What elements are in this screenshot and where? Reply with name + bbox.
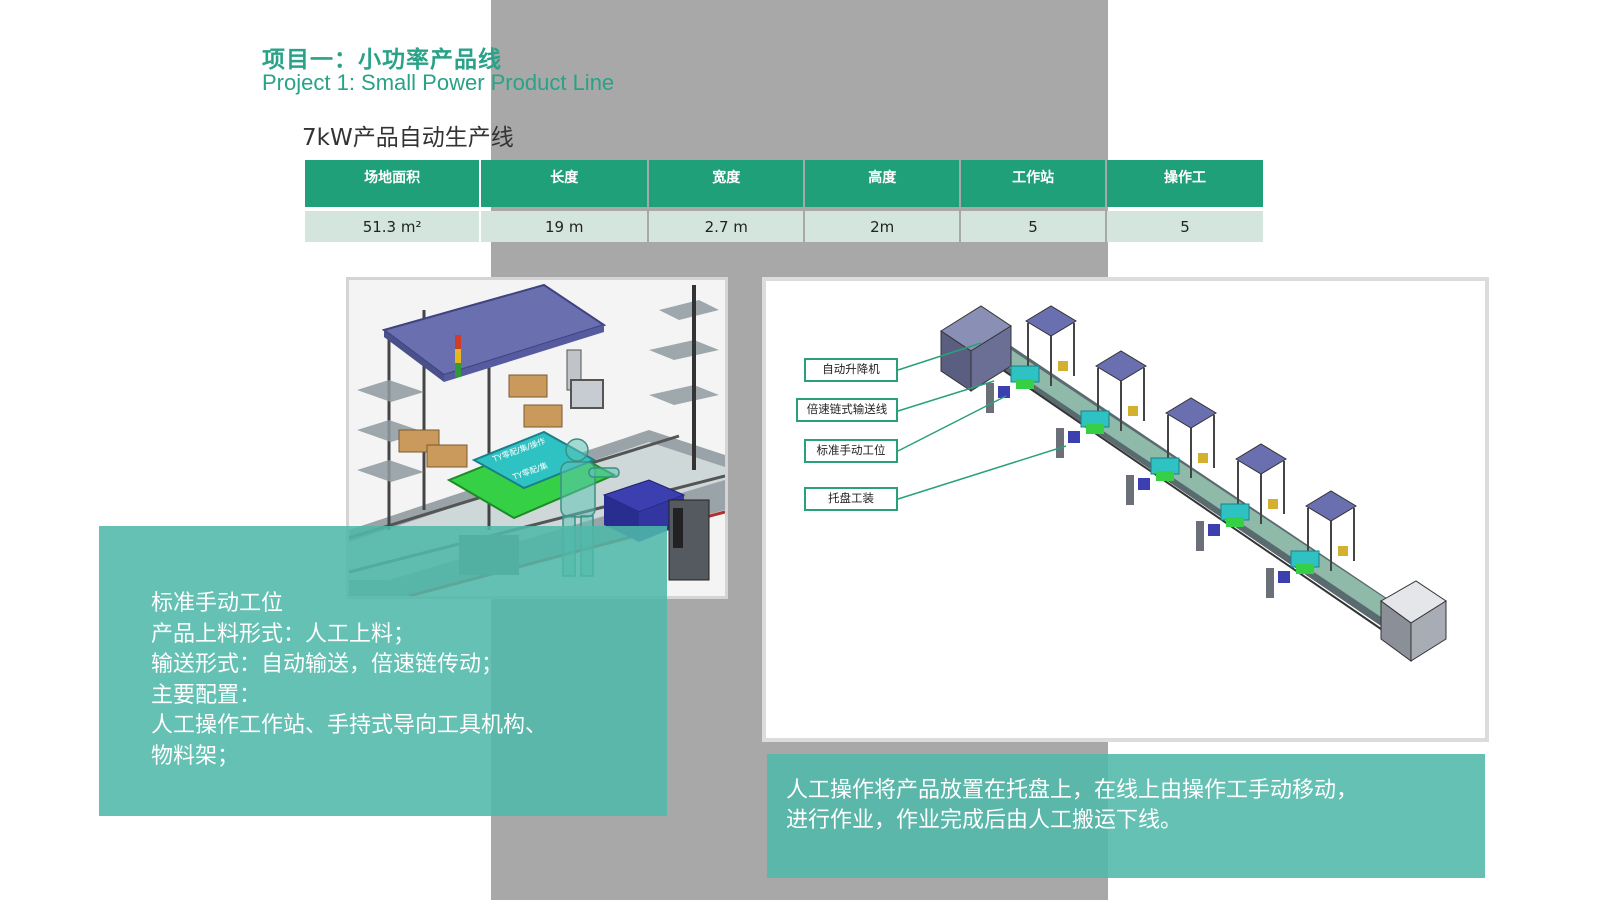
value-operators: 5 xyxy=(1106,211,1263,242)
spec-table: 场地面积 长度 宽度 高度 工作站 操作工 51.3 m² 19 m 2.7 m… xyxy=(303,160,1265,242)
header-width: 宽度 xyxy=(649,160,804,207)
right-description-panel xyxy=(767,754,1485,878)
spec-header-row: 场地面积 长度 宽度 高度 工作站 操作工 xyxy=(305,160,1263,207)
left-desc-line: 物料架； xyxy=(151,743,240,769)
header-operators: 操作工 xyxy=(1106,160,1263,207)
callout-auto-lift: 自动升降机 xyxy=(804,358,898,382)
left-desc-line: 输送形式：自动输送，倍速链传动； xyxy=(151,652,504,677)
page-title: 项目一：小功率产品线 xyxy=(262,47,502,73)
value-workstations: 5 xyxy=(961,211,1105,242)
production-line-illustration xyxy=(897,305,1447,662)
header-length: 长度 xyxy=(481,160,648,207)
value-height: 2m xyxy=(805,211,960,242)
workstation-unit xyxy=(986,305,1077,413)
header-height: 高度 xyxy=(805,160,960,207)
callout-pallet-fixture: 托盘工装 xyxy=(804,487,898,511)
page-title-english: Project 1: Small Power Product Line xyxy=(262,70,615,95)
callout-double-speed-chain: 倍速链式输送线 xyxy=(796,398,898,422)
value-width: 2.7 m xyxy=(649,211,804,242)
left-desc-line: 产品上料形式：人工上料； xyxy=(151,621,416,647)
right-desc-line: 进行作业，作业完成后由人工搬运下线。 xyxy=(786,808,1183,833)
header-workstations: 工作站 xyxy=(961,160,1105,207)
left-desc-line: 标准手动工位 xyxy=(151,591,284,616)
workstation-unit xyxy=(1266,490,1357,598)
workstation-units xyxy=(986,305,1357,598)
value-site-area: 51.3 m² xyxy=(305,211,480,242)
workstation-unit xyxy=(1126,397,1217,505)
value-length: 19 m xyxy=(481,211,648,242)
right-desc-line: 人工操作将产品放置在托盘上，在线上由操作工手动移动， xyxy=(786,778,1359,803)
workstation-unit xyxy=(1056,350,1147,458)
workstation-unit xyxy=(1196,443,1287,551)
left-desc-line: 人工操作工作站、手持式导向工具机构、 xyxy=(151,713,548,738)
right-description-text: 人工操作将产品放置在托盘上，在线上由操作工手动移动， 进行作业，作业完成后由人工… xyxy=(786,776,1358,836)
left-description-text: 标准手动工位 产品上料形式：人工上料； 输送形式：自动输送，倍速链传动； 主要配… xyxy=(151,589,547,772)
production-line-render: 自动升降机 倍速链式输送线 标准手动工位 托盘工装 xyxy=(762,277,1489,742)
callout-manual-workstation: 标准手动工位 xyxy=(804,439,898,463)
section-subtitle: 7kW产品自动生产线 xyxy=(302,125,514,151)
header-site-area: 场地面积 xyxy=(305,160,480,207)
left-description-panel xyxy=(99,526,667,816)
spec-value-row: 51.3 m² 19 m 2.7 m 2m 5 5 xyxy=(305,211,1263,242)
left-desc-line: 主要配置： xyxy=(151,682,262,708)
